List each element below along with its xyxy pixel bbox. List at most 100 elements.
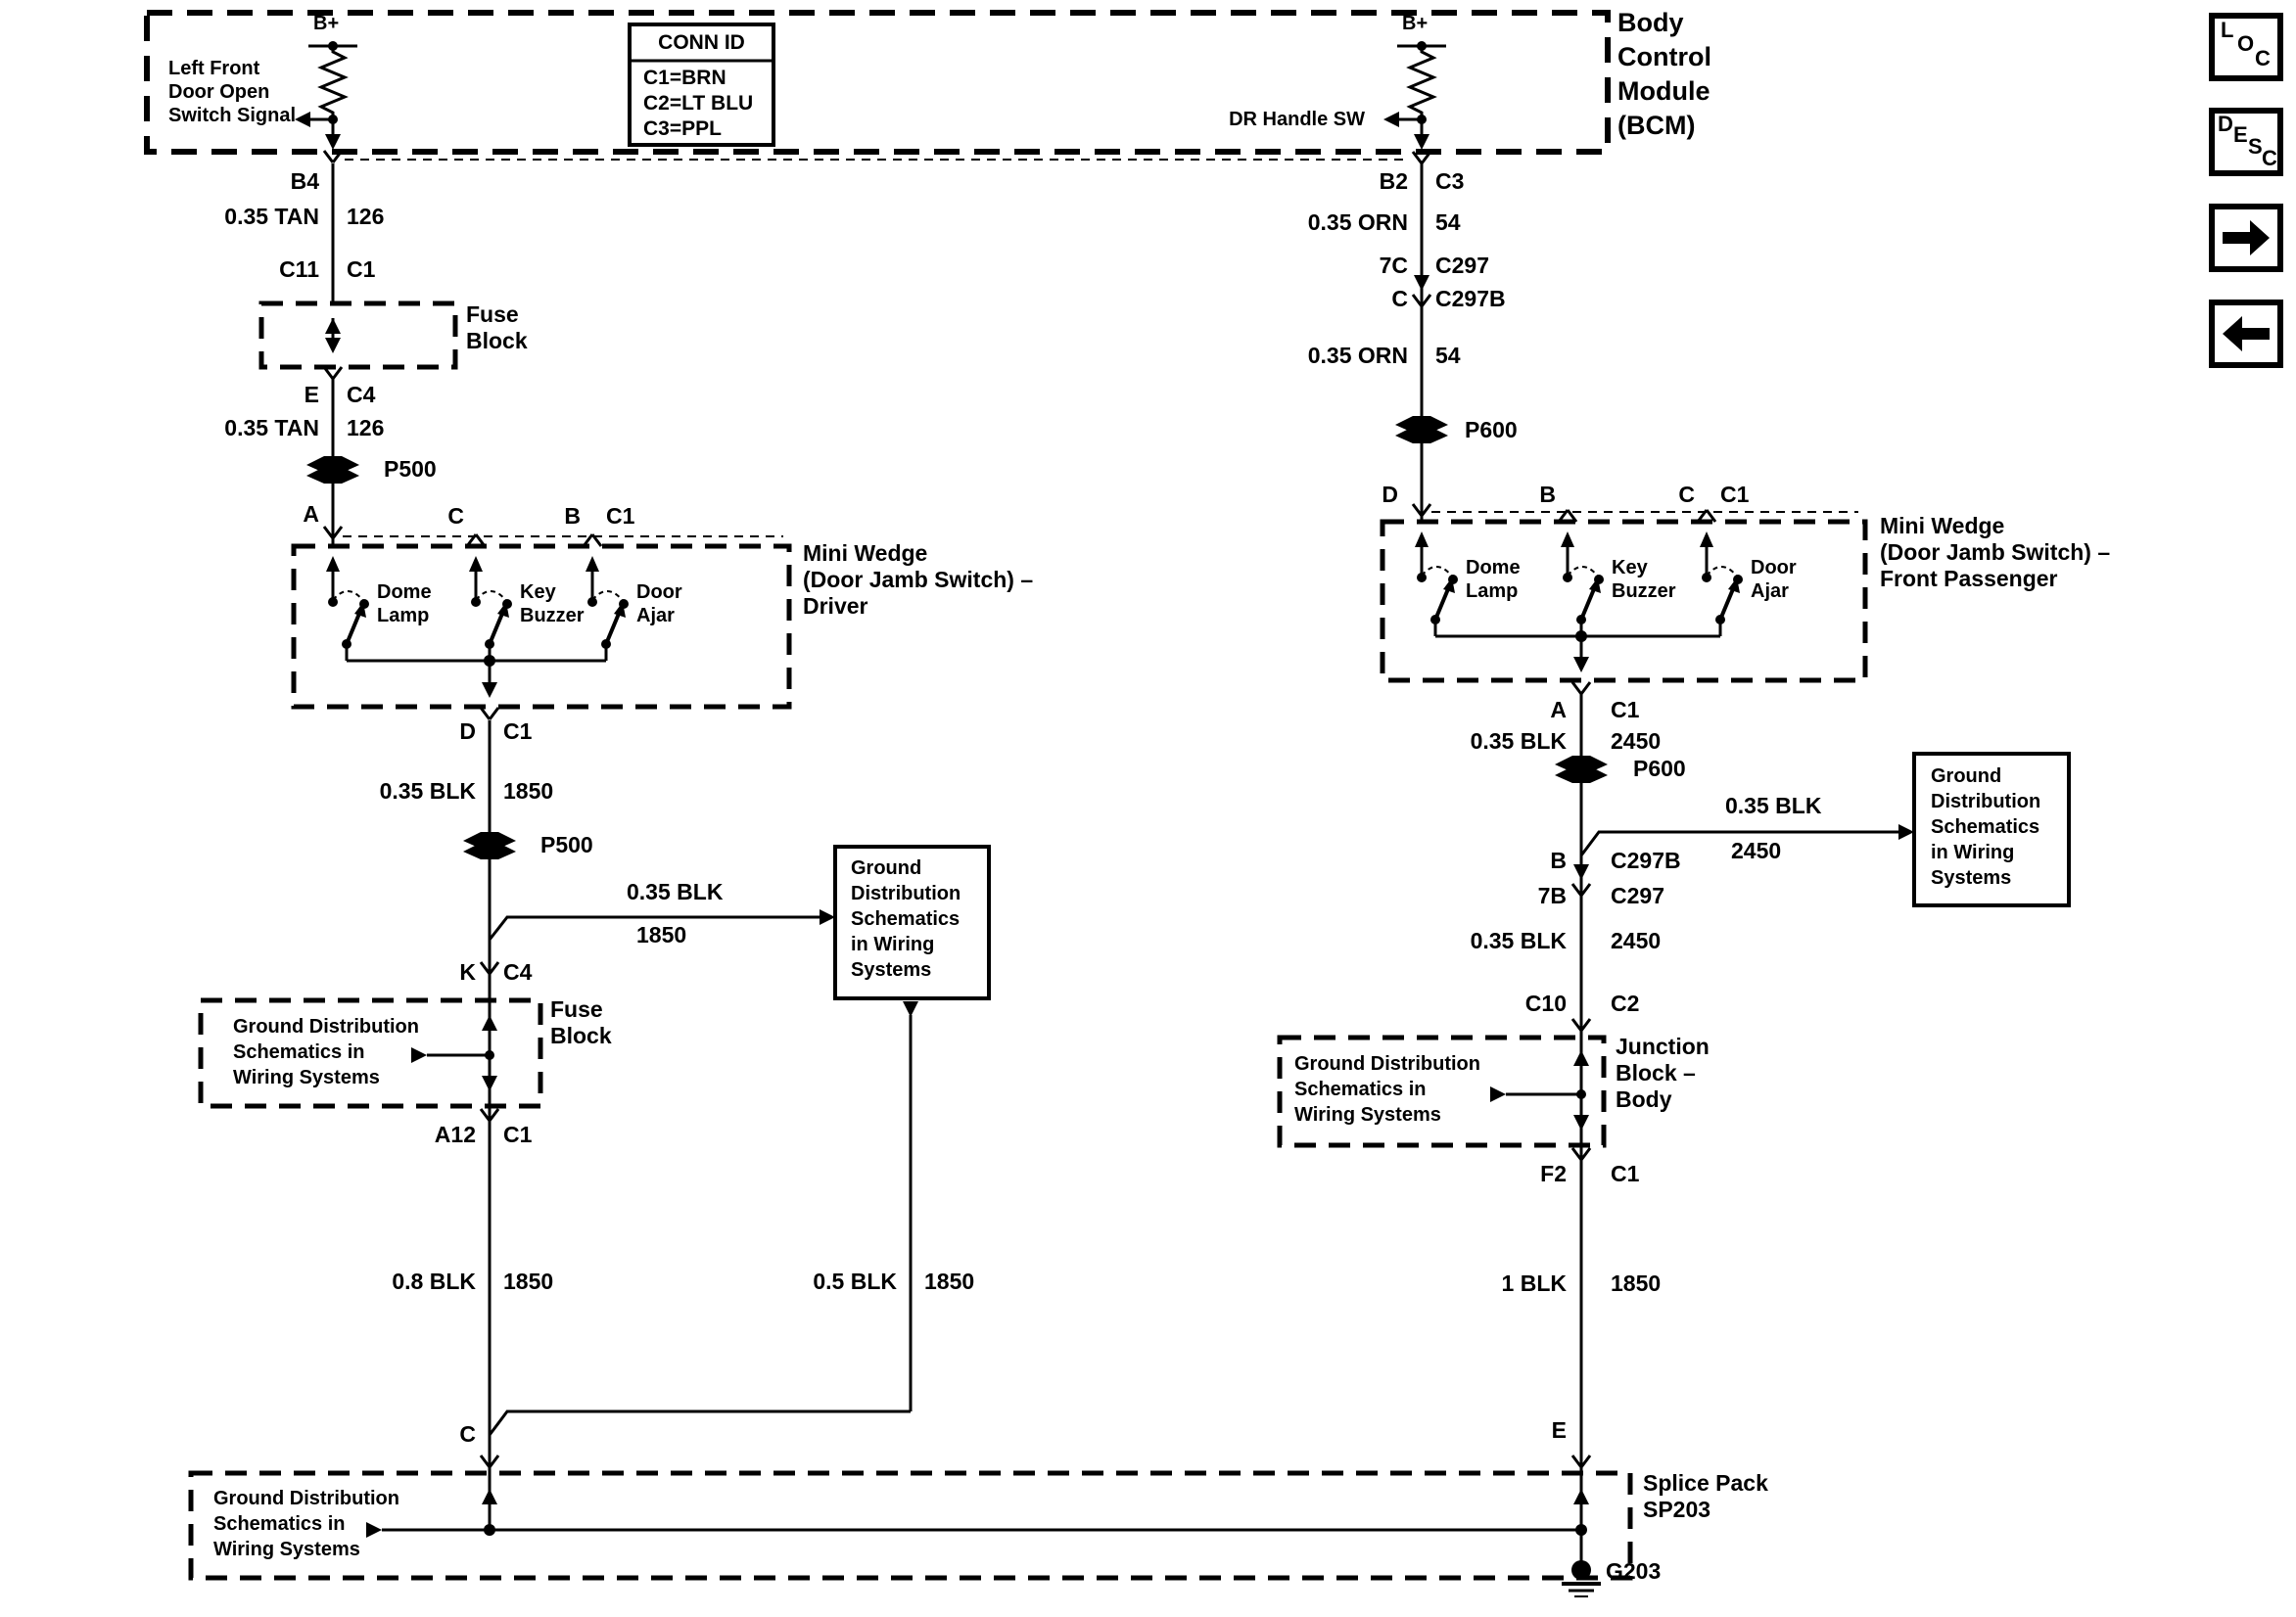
connector-label: C1 [347,256,376,282]
grommet-label-p600: P600 [1465,417,1518,442]
switch-label-door-ajar: Door Ajar [1751,557,1797,602]
junction-block-outline [1277,1035,1607,1148]
pin-label-c: C [1391,286,1408,311]
wire-spec: 0.35 ORN [1307,209,1408,235]
passenger-switch-box-outline [1380,519,1868,683]
passenger-key-buzzer-switch-icon [1559,530,1606,638]
connector-label: C3 [1435,168,1465,194]
wire-spec: 0.35 ORN [1307,343,1408,368]
switch-label-key-buzzer: Key Buzzer [520,581,585,626]
pin-label-b: B [564,503,581,529]
pin-label-c10: C10 [1524,991,1567,1016]
desc-letter: D [2218,112,2233,136]
driver-box-title: Mini Wedge (Door Jamb Switch) – Driver [803,540,1034,619]
bplus-right-label: B+ [1402,13,1429,34]
ground-ref-box-mid-frame [833,845,991,1000]
ground-ref-note: Ground Distribution Schematics in Wiring… [213,1488,399,1560]
loc-button[interactable]: L O C [2209,13,2283,81]
conn-id-header: CONN ID [658,31,745,54]
pin-label-b4: B4 [290,168,319,194]
ground-ref-box-right: Ground Distribution Schematics in Wiring… [1931,765,2041,889]
grommet-p500-lower-icon [463,832,516,859]
circuit-number: 2450 [1611,928,1662,953]
grommet-p500-upper-icon [306,456,359,484]
switch-label-dome-lamp: Dome Lamp [377,581,432,626]
wire-spec: 1 BLK [1501,1270,1567,1296]
passenger-dome-lamp-switch-icon [1413,530,1460,638]
connector-label: C1 [606,503,635,529]
arrow-right-icon [2223,220,2270,255]
desc-button[interactable]: D E S C [2209,108,2283,176]
conn-id-row: C2=LT BLU [643,92,754,115]
pin-label-e-splice: E [1551,1417,1567,1443]
connector-label: C297B [1611,848,1681,873]
connector-label: C4 [503,959,533,985]
switch-label-dome-lamp: Dome Lamp [1466,557,1521,602]
driver-door-ajar-switch-icon [584,554,631,663]
branch-wire-spec: 0.35 BLK [627,879,724,904]
grommet-label-p500: P500 [384,456,437,482]
circuit-number: 1850 [503,778,554,804]
arrow-left-icon [2223,316,2270,351]
branch-circuit-number: 2450 [1731,838,1782,863]
connector-label: C297 [1611,883,1664,908]
fuse-block-top-label: Fuse Block [466,301,528,353]
desc-letter: E [2233,122,2248,147]
pin-label-b2: B2 [1379,168,1408,194]
branch-wire-spec: 0.35 BLK [1725,793,1822,818]
connector-label: C1 [503,718,533,744]
dr-handle-sw-label: DR Handle SW [1229,109,1365,130]
loc-letter: O [2237,31,2255,56]
driver-switch-box-outline [291,543,792,710]
connector-label: C1 [1611,697,1640,722]
ground-ref-note: Ground Distribution Schematics in Wiring… [233,1016,419,1088]
pin-label-c: C [1678,482,1695,507]
pin-label-d: D [459,718,476,744]
pin-label-a: A [303,501,319,527]
connector-label: C1 [503,1122,533,1147]
wire-spec: 0.35 BLK [1470,928,1567,953]
next-page-button[interactable] [2209,204,2283,272]
ground-ref-box-right-frame [1912,752,2071,907]
wire-spec: 0.5 BLK [813,1269,897,1294]
conn-id-row: C3=PPL [643,117,722,140]
circuit-number: 1850 [924,1269,975,1294]
resistor-left-icon [295,41,357,150]
junction-block-label: Junction Block – Body [1616,1034,1710,1112]
circuit-number: 54 [1435,343,1461,368]
ground-ref-note: Ground Distribution Schematics in Wiring… [1294,1053,1480,1126]
pin-label-d: D [1382,482,1398,507]
conn-id-table-frame [628,23,775,147]
splice-pack-label: Splice Pack SP203 [1643,1470,1768,1522]
pin-label-7b: 7B [1537,883,1567,908]
switch-label-key-buzzer: Key Buzzer [1612,557,1676,602]
grommet-label-p600: P600 [1633,756,1686,781]
driver-dome-lamp-switch-icon [324,554,371,663]
branch-circuit-number: 1850 [636,922,687,947]
pin-label-k: K [459,959,476,985]
passenger-box-title: Mini Wedge (Door Jamb Switch) – Front Pa… [1880,513,2111,591]
wire-spec: 0.35 BLK [379,778,476,804]
pin-label-e: E [304,382,319,407]
ground-ref-box-mid: Ground Distribution Schematics in Wiring… [851,857,961,981]
connector-label: C4 [347,382,376,407]
pin-label-c: C [447,503,464,529]
connector-label: C1 [1611,1161,1640,1186]
bcm-title: Body Control Module (BCM) [1617,8,1711,140]
fuse-block-bottom-outline [198,997,543,1109]
wire-spec: 0.35 TAN [224,204,319,229]
pin-label-b: B [1539,482,1556,507]
prev-page-button[interactable] [2209,300,2283,368]
bcm-box-outline [144,10,1611,155]
switch-label-door-ajar: Door Ajar [636,581,682,626]
ground-g203-icon [1562,1560,1601,1597]
pin-label-c11: C11 [279,256,319,282]
conn-id-row: C1=BRN [643,67,726,89]
pin-label-7c: 7C [1379,253,1408,278]
passenger-door-ajar-switch-icon [1698,530,1745,638]
desc-letter: C [2262,146,2277,170]
connector-label: C1 [1720,482,1750,507]
circuit-number: 1850 [503,1269,554,1294]
